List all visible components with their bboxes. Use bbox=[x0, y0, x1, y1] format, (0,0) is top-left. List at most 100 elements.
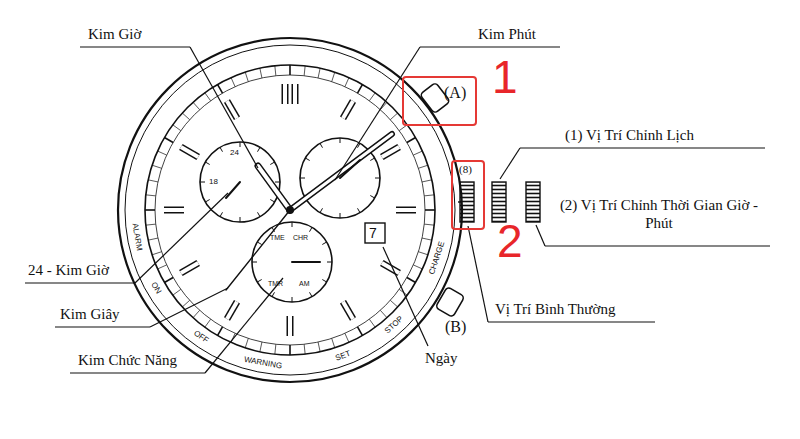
bezel-text: ALARM bbox=[130, 223, 144, 252]
hour-marker bbox=[343, 302, 353, 319]
leader-line bbox=[468, 226, 488, 322]
minute-tick bbox=[148, 180, 158, 182]
minute-tick bbox=[152, 165, 162, 168]
hour-marker bbox=[181, 263, 198, 273]
hour-marker bbox=[283, 84, 287, 104]
bezel-text: SET bbox=[334, 348, 352, 362]
minute-tick bbox=[304, 344, 305, 354]
subdial-tick bbox=[320, 143, 323, 147]
minute-tick bbox=[260, 342, 262, 352]
minute-tick bbox=[413, 151, 422, 155]
minute-tick bbox=[304, 66, 305, 76]
leader-lines bbox=[25, 47, 770, 373]
hour-marker bbox=[396, 208, 416, 212]
subdial-tick bbox=[240, 142, 241, 147]
hour-marker bbox=[288, 316, 292, 336]
minute-tick bbox=[205, 319, 211, 327]
minute-tick bbox=[407, 138, 416, 143]
hands bbox=[226, 134, 392, 290]
callout-number: 2 bbox=[497, 216, 523, 267]
minute-tick bbox=[358, 327, 363, 336]
minute-tick bbox=[158, 151, 167, 155]
minute-tick bbox=[205, 93, 211, 101]
part-name: Kim Giây bbox=[60, 305, 120, 323]
subdial-tick bbox=[327, 262, 332, 263]
minute-tick bbox=[218, 84, 223, 93]
minute-tick bbox=[424, 224, 434, 225]
date-number: 7 bbox=[369, 225, 377, 242]
crown-piece bbox=[460, 182, 474, 222]
minute-tick bbox=[173, 125, 181, 131]
hour-marker bbox=[293, 84, 297, 104]
minute-tick bbox=[218, 327, 223, 336]
subdial-tick bbox=[358, 208, 361, 212]
leader-line bbox=[383, 247, 428, 346]
bezel-ring bbox=[125, 45, 455, 375]
dial-number: 24 bbox=[230, 148, 239, 158]
minute-tick bbox=[380, 310, 387, 317]
bezel-text: ON bbox=[149, 280, 163, 295]
hour-marker bbox=[181, 147, 198, 157]
subdial-tick bbox=[240, 217, 241, 222]
subdial-tick bbox=[205, 200, 209, 203]
minute-tick bbox=[158, 265, 167, 269]
crown-piece bbox=[526, 182, 540, 222]
hour-marker bbox=[343, 101, 353, 118]
subdial-tick bbox=[305, 158, 309, 161]
minute-tick bbox=[390, 300, 397, 307]
subdial-tick bbox=[272, 292, 275, 296]
subdial-tick bbox=[205, 162, 209, 165]
minute-tick bbox=[358, 84, 363, 93]
subdial-tick bbox=[320, 208, 323, 212]
subdial-tick bbox=[270, 200, 274, 203]
callout-box: 1(A) bbox=[402, 76, 477, 126]
minute-tick bbox=[182, 300, 189, 307]
minute-tick bbox=[413, 265, 422, 269]
dial-ticks bbox=[145, 65, 435, 355]
subdial-tick bbox=[258, 147, 261, 151]
dial-text: AM bbox=[299, 280, 310, 288]
leader-line bbox=[135, 193, 228, 283]
bezel-text: WARNING bbox=[243, 355, 282, 371]
subdial-tick bbox=[370, 196, 374, 199]
hour-marker bbox=[396, 207, 416, 214]
subdial-tick bbox=[257, 242, 261, 245]
minute-tick bbox=[318, 68, 320, 78]
minute-tick bbox=[152, 252, 162, 255]
minute-tick bbox=[369, 319, 375, 327]
subdial-tick bbox=[220, 147, 223, 151]
bezel bbox=[118, 38, 462, 382]
subdial-tick bbox=[275, 182, 280, 183]
part-name: Kim Chức Năng bbox=[78, 351, 177, 369]
hour-marker bbox=[343, 302, 353, 319]
minute-tick bbox=[164, 138, 173, 143]
hour-marker bbox=[164, 207, 184, 214]
part-name: 24 - Kim Giờ bbox=[28, 261, 109, 279]
subdial-tick bbox=[322, 280, 326, 283]
push-button bbox=[435, 287, 464, 318]
subdial-tick bbox=[292, 222, 293, 227]
minute-tick bbox=[332, 338, 335, 348]
dial-ring bbox=[145, 65, 435, 355]
subdial-tick bbox=[257, 280, 261, 283]
minute-tick bbox=[332, 72, 335, 82]
minute-tick bbox=[418, 252, 428, 255]
hour-marker bbox=[227, 302, 237, 319]
dial-number: 18 bbox=[209, 177, 218, 187]
minute-tick bbox=[245, 72, 248, 82]
position-name: (2) Vị Trí Chỉnh Thời Gian Giờ - Phút bbox=[548, 196, 770, 232]
leader-line bbox=[335, 47, 420, 180]
hour-marker bbox=[282, 84, 289, 104]
button-label: (A) bbox=[444, 84, 466, 102]
subdial bbox=[252, 222, 332, 302]
subdial-tick bbox=[270, 162, 274, 165]
subdial-tick bbox=[340, 138, 341, 143]
minute-tick bbox=[424, 195, 434, 196]
minute-tick bbox=[145, 209, 155, 211]
minute-tick bbox=[148, 238, 158, 240]
position-number: (8) bbox=[459, 163, 472, 175]
leader-line bbox=[190, 47, 258, 168]
leader-line bbox=[150, 288, 228, 327]
minute-tick bbox=[193, 102, 200, 109]
